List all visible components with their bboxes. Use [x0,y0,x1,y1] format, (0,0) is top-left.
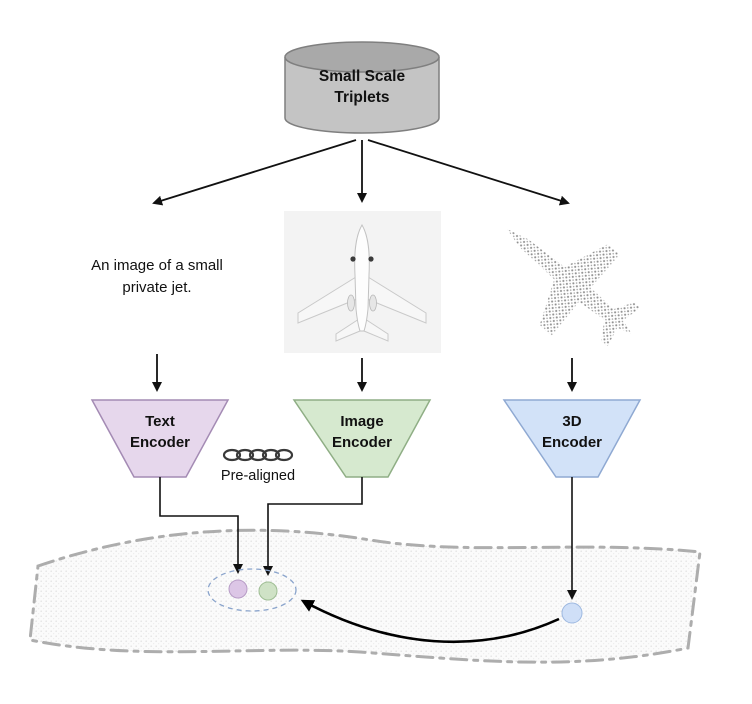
encoder-input-arrows [152,354,577,392]
threed-encoder-label-line1: 3D [562,413,582,430]
threed-embedding-dot [561,602,583,624]
alignment-ellipse [207,568,297,612]
manifold-surface [28,528,702,664]
image-encoder-label: Image Encoder [294,411,430,453]
text-encoder-label: Text Encoder [92,411,228,453]
text-encoder-label-line1: Text [145,413,175,430]
text-encoder-label-line2: Encoder [129,434,190,451]
pre-aligned-label: Pre-aligned [220,468,296,484]
dataset-label-line2: Triplets [334,89,390,106]
chain-link-icon [222,448,294,462]
image-encoder-label-line1: Image [340,413,384,430]
text-input-line1: An image of a small [91,257,223,274]
image-embedding-dot [258,581,278,601]
dataset-label: Small Scale Triplets [272,66,452,108]
text-input-caption: An image of a small private jet. [72,255,242,299]
image-encoder-shape [292,399,432,478]
embedding-connectors [159,477,577,600]
text-encoder-shape [90,399,230,478]
fanout-arrows [152,139,570,206]
database-icon [284,41,440,134]
threed-encoder-shape [502,399,642,478]
threed-encoder-label: 3D Encoder [504,411,640,453]
threed-encoder-label-line2: Encoder [541,434,602,451]
text-embedding-dot [228,579,248,599]
image-encoder-label-line2: Encoder [331,434,392,451]
airplane-image [284,211,441,353]
airplane-point-cloud-icon [506,228,641,347]
text-input-line2: private jet. [122,279,192,296]
alignment-arrow [300,599,560,644]
dataset-label-line1: Small Scale [318,68,406,85]
